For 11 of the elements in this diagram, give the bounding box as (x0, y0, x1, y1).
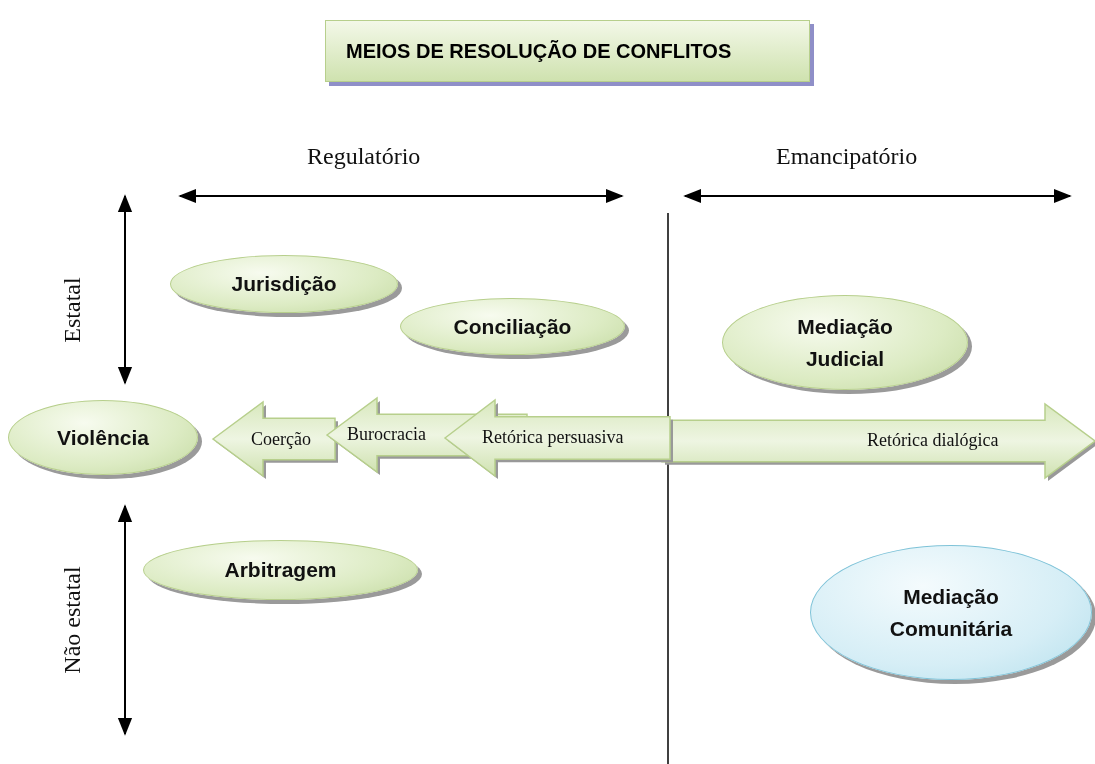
axis-label: Não estatal (58, 566, 86, 674)
axis-label: Emancipatório (776, 143, 918, 170)
axis-label: Estatal (58, 277, 86, 343)
pointing-banner (445, 400, 670, 476)
pointing-banner (213, 402, 335, 476)
arrow-label: Coerção (251, 429, 311, 450)
pointing-banner (662, 404, 1095, 478)
arrow-label: Burocracia (347, 424, 426, 445)
arrow-label: Retórica dialógica (867, 430, 999, 451)
axis-label: Regulatório (307, 143, 421, 170)
arrow-label: Retórica persuasiva (482, 427, 624, 448)
